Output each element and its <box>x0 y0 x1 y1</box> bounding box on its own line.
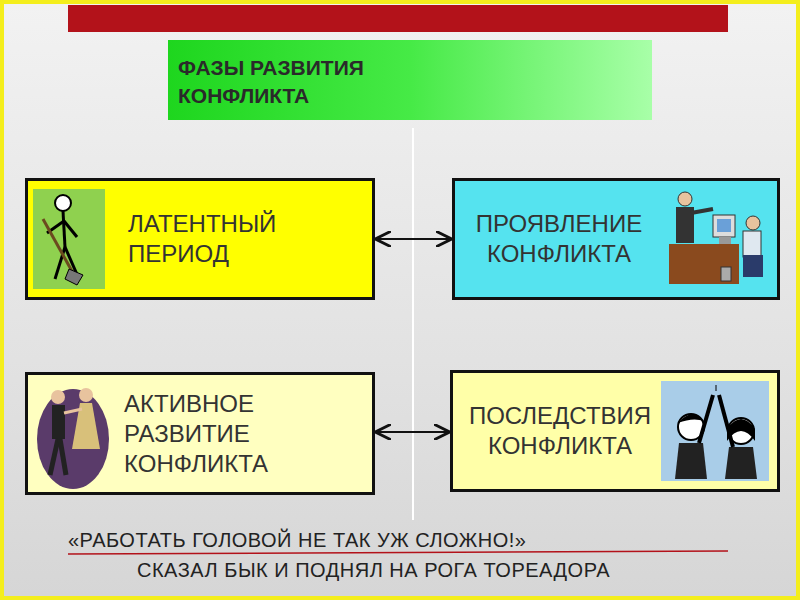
top-bar <box>68 5 728 32</box>
strike-line <box>68 551 728 554</box>
double-arrow <box>377 238 450 240</box>
quote-text: СКАЗАЛ БЫК И ПОДНЯЛ НА РОГА ТОРЕАДОРА <box>137 559 610 582</box>
office-icon <box>661 189 771 289</box>
double-arrow <box>377 431 448 433</box>
phase-label: ПОСЛЕДСТВИЯ КОНФЛИКТА <box>457 401 663 461</box>
quote-text: «РАБОТАТЬ ГОЛОВОЙ НЕ ТАК УЖ СЛОЖНО!» <box>68 529 526 552</box>
phase-box: ПРОЯВЛЕНИЕ КОНФЛИКТА <box>452 178 780 300</box>
diagram-title: ФАЗЫ РАЗВИТИЯ КОНФЛИКТА <box>168 40 438 110</box>
digger-icon <box>33 189 105 289</box>
phase-box: АКТИВНОЕ РАЗВИТИЕ КОНФЛИКТА <box>25 372 375 495</box>
high-five-icon <box>661 381 769 481</box>
phase-box: ПОСЛЕДСТВИЯ КОНФЛИКТА <box>450 370 780 492</box>
title-band: ФАЗЫ РАЗВИТИЯ КОНФЛИКТА <box>168 40 652 120</box>
phase-label: ПРОЯВЛЕНИЕ КОНФЛИКТА <box>459 209 659 269</box>
phase-box: ЛАТЕНТНЫЙ ПЕРИОД <box>25 178 375 300</box>
dancers-icon <box>34 379 112 491</box>
phase-label: ЛАТЕНТНЫЙ ПЕРИОД <box>128 209 368 269</box>
divider-line <box>412 128 414 520</box>
phase-label: АКТИВНОЕ РАЗВИТИЕ КОНФЛИКТА <box>124 389 294 479</box>
